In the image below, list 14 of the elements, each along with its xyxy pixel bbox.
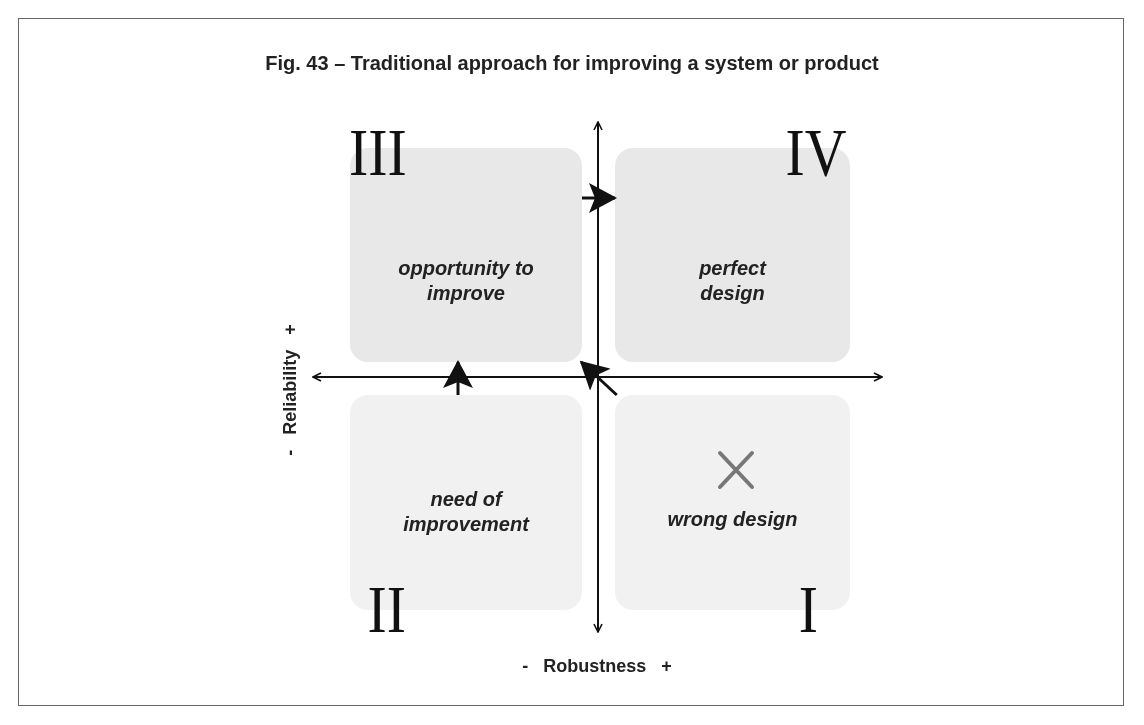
block-arrow [579,360,618,397]
quadrant-label: wrong design [666,507,799,532]
axis-label: - Robustness + [522,655,672,677]
quadrant-label: opportunity to improve [397,256,535,306]
quadrant-label: need of improvement [402,487,531,537]
block-arrow [582,183,617,213]
axis-label: - Reliability + [279,324,301,456]
quadrant-numeral: I [799,575,819,643]
quadrant-label: perfect design [698,256,768,306]
quadrant-numeral: II [367,575,406,643]
block-arrow [443,360,473,395]
quadrant-numeral: IV [785,118,847,186]
quadrant-numeral: III [349,118,407,186]
figure-title: Fig. 43 – Traditional approach for improving a system or product [264,52,880,75]
